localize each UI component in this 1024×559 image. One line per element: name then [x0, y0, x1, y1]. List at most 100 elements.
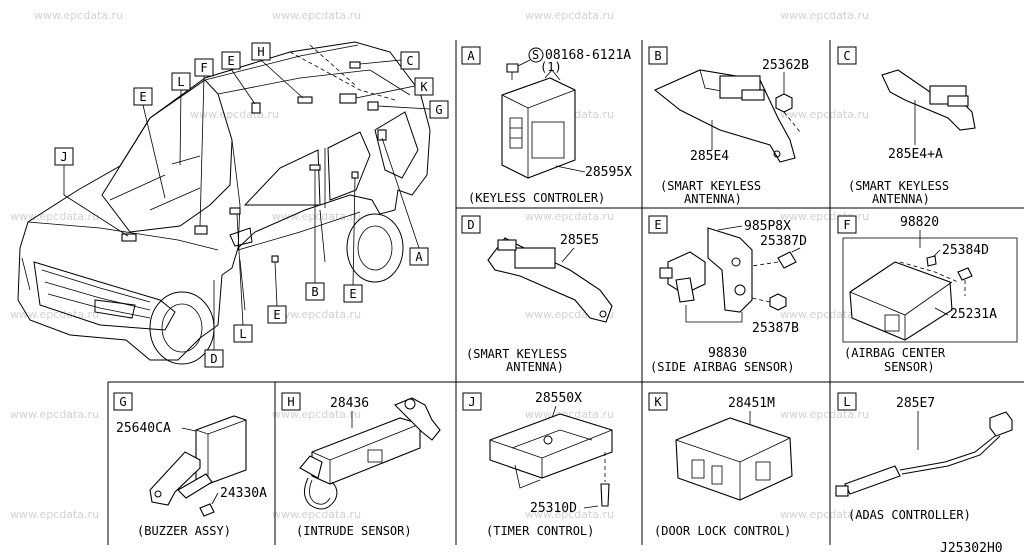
- panel-j-timer-control: J 28550X 25310D (TIMER CONTROL): [462, 391, 613, 538]
- panel-letter-box: [461, 215, 481, 234]
- panel-letter-box: [648, 392, 668, 411]
- panel-grid: [107, 40, 1024, 545]
- panel-e-side-airbag-sensor: E 985P8X 25387D 25387B 98830 (SIDE AIRBA…: [648, 215, 807, 374]
- part-quantity: (1): [540, 60, 562, 74]
- callout-label: B: [311, 285, 318, 299]
- panel-caption: (TIMER CONTROL): [486, 524, 594, 538]
- panel-letter: J: [468, 395, 475, 409]
- part-number: 98830: [708, 346, 747, 361]
- panel-f-airbag-center-sensor: F 98820 25384D 25231A (AIRBAG CENTER SEN…: [837, 215, 1018, 374]
- watermarks: www.epcdata.ru www.epcdata.ru www.epcdat…: [10, 9, 869, 521]
- part-number: 25384D: [942, 243, 989, 258]
- overview-callouts: E L F E H C K G J A: [54, 42, 449, 368]
- callout-label: H: [257, 45, 264, 59]
- panel-caption: (ADAS CONTROLLER): [848, 508, 971, 522]
- panel-letter-box: [462, 392, 482, 411]
- watermark: www.epcdata.ru: [10, 408, 99, 421]
- vehicle-overview: [17, 41, 431, 365]
- part-number: 28595X: [585, 165, 632, 180]
- callout-label: C: [406, 54, 413, 68]
- watermark: www.epcdata.ru: [272, 508, 361, 521]
- panel-letter: D: [467, 218, 474, 232]
- callout-label: G: [435, 103, 442, 117]
- part-number: 25640CA: [116, 421, 171, 436]
- panel-a-keyless-controller: A S 08168-6121A (1) 28595X (KEYLESS CONT…: [461, 46, 632, 205]
- watermark: www.epcdata.ru: [780, 9, 869, 22]
- part-number: 985P8X: [744, 219, 791, 234]
- watermark: www.epcdata.ru: [525, 508, 614, 521]
- panel-d-smart-keyless-antenna: D 285E5 (SMART KEYLESS ANTENNA): [461, 215, 613, 374]
- callout-label: J: [60, 150, 67, 164]
- part-number: 285E4: [690, 149, 729, 164]
- panel-caption: (DOOR LOCK CONTROL): [654, 524, 791, 538]
- callout-label: E: [349, 287, 356, 301]
- diagram-code: J25302H0: [940, 541, 1003, 556]
- panel-b-smart-keyless-antenna: B 25362B 285E4 (SMART KEYLESS ANTENNA): [648, 46, 809, 206]
- callout-label: F: [200, 61, 207, 75]
- callout-label: L: [177, 75, 184, 89]
- panel-letter-box: [648, 46, 668, 65]
- panel-letter: C: [843, 49, 850, 63]
- part-number: 25362B: [762, 58, 809, 73]
- panel-letter: F: [843, 218, 850, 232]
- part-number: 28550X: [535, 391, 582, 406]
- panel-k-door-lock-control: K 28451M (DOOR LOCK CONTROL): [648, 392, 793, 538]
- part-number: 285E4+A: [888, 147, 943, 162]
- panel-caption-line: (SMART KEYLESS: [466, 347, 567, 361]
- part-number: 25231A: [950, 307, 997, 322]
- watermark: www.epcdata.ru: [10, 508, 99, 521]
- callout-label: E: [139, 90, 146, 104]
- watermark: www.epcdata.ru: [780, 508, 869, 521]
- part-number: 285E5: [560, 233, 599, 248]
- part-number: 24330A: [220, 486, 267, 501]
- panel-caption-line: SENSOR): [884, 360, 935, 374]
- watermark: www.epcdata.ru: [10, 210, 99, 223]
- panel-letter-box: [281, 392, 301, 411]
- watermark: www.epcdata.ru: [34, 9, 123, 22]
- panel-caption-line: ANTENNA): [684, 192, 742, 206]
- watermark: www.epcdata.ru: [525, 210, 614, 223]
- panel-caption: (INTRUDE SENSOR): [296, 524, 412, 538]
- panel-letter-box: [461, 46, 481, 65]
- watermark: www.epcdata.ru: [272, 210, 361, 223]
- callout-label: E: [227, 54, 234, 68]
- panel-letter: G: [119, 395, 126, 409]
- part-number: 28451M: [728, 396, 775, 411]
- callout-label: L: [239, 327, 246, 341]
- callout-label: K: [420, 80, 428, 94]
- watermark: www.epcdata.ru: [272, 9, 361, 22]
- panel-caption: (SIDE AIRBAG SENSOR): [650, 360, 795, 374]
- callout-label: D: [210, 352, 217, 366]
- part-number: 25387B: [752, 321, 799, 336]
- panel-letter: L: [843, 395, 850, 409]
- panel-letter-box: [837, 46, 857, 65]
- watermark: www.epcdata.ru: [780, 408, 869, 421]
- panel-letter: H: [287, 395, 294, 409]
- panel-c-smart-keyless-antenna: C 285E4+A (SMART KEYLESS ANTENNA): [837, 46, 976, 206]
- panel-g-buzzer-assy: G 25640CA 24330A (BUZZER ASSY): [113, 392, 267, 538]
- callout-box: [414, 77, 434, 96]
- panel-h-intrude-sensor: H 28436 (INTRUDE SENSOR): [281, 392, 441, 538]
- callout-label: A: [415, 250, 423, 264]
- panel-letter-box: [113, 392, 133, 411]
- panel-caption-line: ANTENNA): [872, 192, 930, 206]
- part-number: 98820: [900, 215, 939, 230]
- panel-l-adas-controller: L 285E7 (ADAS CONTROLLER): [835, 392, 1013, 522]
- symbol-s-circle: [528, 47, 544, 63]
- part-number: 08168-6121A: [545, 48, 631, 63]
- callout-label: E: [273, 308, 280, 322]
- panel-letter-box: [837, 392, 857, 411]
- part-symbol: S: [532, 48, 539, 62]
- panel-letter: A: [467, 49, 475, 63]
- part-number: 25387D: [760, 234, 807, 249]
- panel-letter-box: [837, 215, 857, 234]
- panel-caption-line: (SMART KEYLESS: [848, 179, 949, 193]
- panel-letter: B: [654, 49, 661, 63]
- part-number: 25310D: [530, 501, 577, 516]
- watermark: www.epcdata.ru: [780, 108, 869, 121]
- watermark: www.epcdata.ru: [525, 9, 614, 22]
- panel-letter-box: [648, 215, 668, 234]
- watermark: www.epcdata.ru: [780, 308, 869, 321]
- panel-caption: (KEYLESS CONTROLER): [468, 191, 605, 205]
